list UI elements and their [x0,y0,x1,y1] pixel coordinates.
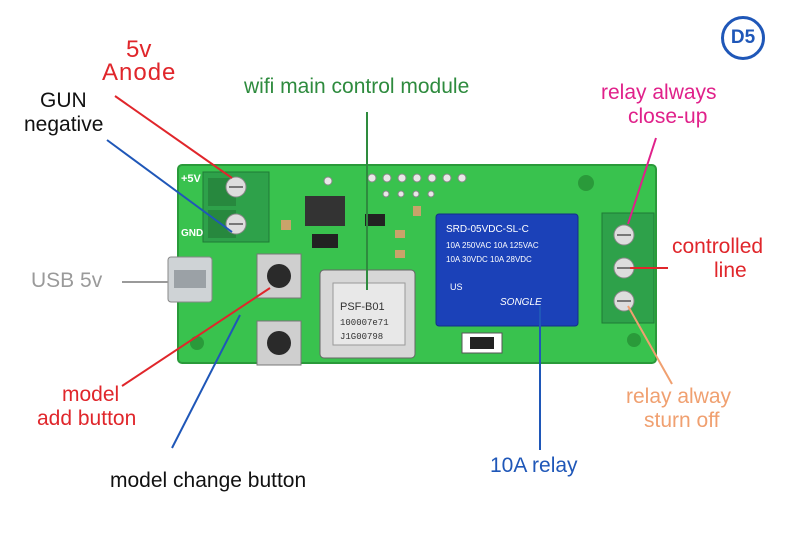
label-model-change: model change button [110,469,307,492]
relay-brand: SONGLE [500,297,542,308]
label-anode: Anode [102,59,177,86]
label-relay-close-1: relay always [601,81,717,104]
module-id: J1G00798 [340,332,383,342]
relay-rating-text: 10A 30VDC 10A 28VDC [446,255,532,264]
relay-rating-text: 10A 250VAC 10A 125VAC [446,241,539,250]
leader-relay-off [627,305,673,385]
mount-hole [578,175,594,191]
mount-hole [627,333,641,347]
label-gun: GUN [40,89,87,112]
relay [435,213,579,327]
relay-model-text: SRD-05VDC-SL-C [446,224,529,235]
pin-gnd-label: GND [181,228,203,239]
label-wifi-module: wifi main control module [244,75,470,98]
regulator-chip [305,196,345,226]
leader-model-change [171,314,241,449]
label-10a-relay: 10A relay [490,454,578,477]
label-relay-off-1: relay alway [626,385,732,408]
label-relay-off-2: sturn off [644,409,720,432]
module-code: 100007e71 [340,318,389,328]
leader-anode [114,95,233,179]
label-relay-close-2: close-up [628,105,708,128]
leader-negative [106,139,233,233]
pin-5v-label: +5V [181,173,202,185]
label-model-add-1: model [62,383,120,406]
label-controlled-1: controlled [672,235,764,258]
mount-hole [190,336,204,350]
variant-badge: D5 [721,16,765,60]
header-pins [323,173,467,198]
leader-relay-close [627,137,657,225]
label-model-add-2: add button [37,407,137,430]
leader-model-add [121,287,271,387]
module-label: PSF-B01 [340,301,385,313]
label-usb: USB 5v [31,269,103,292]
label-negative: negative [24,113,104,136]
relay-cert-text: US [450,282,463,292]
label-controlled-2: line [714,259,747,282]
label-5v: 5v [126,36,152,63]
